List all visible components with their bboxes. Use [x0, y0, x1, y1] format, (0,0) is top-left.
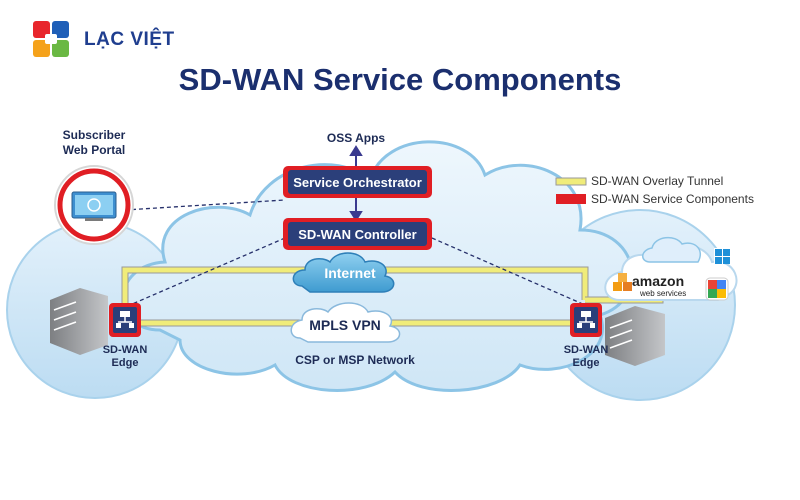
right-building-icon	[605, 306, 665, 366]
left-edge-label-line1: SD-WAN	[102, 344, 148, 356]
controller-label: SD-WAN Controller	[298, 227, 417, 242]
mpls-cloud	[290, 302, 401, 343]
portal-label-line2: Web Portal	[62, 143, 126, 157]
google-apps-icon	[705, 277, 729, 301]
page-title: SD-WAN Service Components	[178, 62, 622, 97]
legend-tunnel-swatch	[555, 177, 587, 186]
cloud-service-icon	[642, 236, 702, 263]
control-links	[124, 199, 586, 306]
legend-components-label: SD-WAN Service Components	[591, 192, 754, 206]
legend-tunnel-label: SD-WAN Overlay Tunnel	[591, 174, 724, 188]
oss-apps-label: OSS Apps	[326, 131, 386, 145]
right-edge-label-line2: Edge	[572, 357, 600, 369]
mpls-label: MPLS VPN	[309, 317, 381, 333]
orchestration-arrows	[349, 145, 363, 222]
brand-logo	[33, 21, 69, 57]
cloud-providers-cluster	[604, 236, 738, 301]
internet-cloud	[292, 252, 395, 293]
aws-label-line2: web services	[640, 289, 687, 298]
legend	[555, 177, 587, 204]
right-edge-label-line1: SD-WAN	[563, 344, 609, 356]
legend-components-swatch	[556, 194, 586, 204]
aws-cubes-icon	[613, 273, 632, 291]
controller-box	[288, 222, 427, 246]
brand-name: LẠC VIỆT	[84, 29, 175, 50]
internet-label: Internet	[324, 265, 376, 281]
right-edge-device-icon	[570, 303, 602, 337]
aws-label-line1: amazon	[632, 273, 685, 289]
left-building-icon	[50, 288, 108, 355]
orchestrator-box	[288, 170, 427, 194]
left-edge-label-line2: Edge	[111, 357, 139, 369]
network-label: CSP or MSP Network	[295, 353, 415, 367]
left-edge-device-icon	[109, 303, 141, 337]
web-portal-icon	[54, 165, 134, 245]
orchestrator-label: Service Orchestrator	[293, 175, 422, 190]
portal-label-line1: Subscriber	[62, 128, 126, 142]
